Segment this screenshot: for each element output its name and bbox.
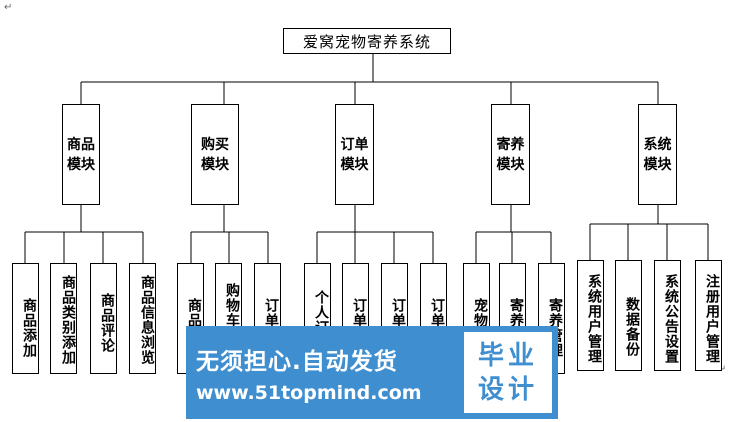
leaf-goods-review: 商品评论 (90, 263, 117, 374)
leaf-label: 系统用户管理 (586, 273, 602, 364)
leaf-data-backup: 数据备份 (615, 260, 642, 371)
leaf-goods-category-add: 商品类别添加 (50, 263, 77, 374)
leaf-label: 商品类别添加 (60, 275, 76, 365)
watermark-url: www.51topmind.com (196, 381, 422, 404)
leaf-label: 商品信息浏览 (139, 275, 155, 365)
paragraph-mark-right: ↵ (718, 364, 727, 375)
watermark-tag-line2: 设计 (477, 374, 538, 405)
leaf-registered-user-manage: 注册用户管理 (695, 260, 722, 371)
leaf-label: 数据备份 (624, 296, 640, 357)
leaf-goods-add: 商品添加 (12, 263, 39, 374)
root-node: 爱窝宠物寄养系统 (283, 28, 451, 54)
module-label: 商品模块 (67, 136, 95, 173)
module-label: 购买模块 (201, 136, 229, 173)
module-node-system: 系统模块 (638, 104, 677, 205)
paragraph-mark-top: ↵ (4, 2, 13, 13)
leaf-label: 商品添加 (21, 297, 37, 358)
module-node-boarding: 寄养模块 (491, 104, 530, 205)
leaf-label: 商品评论 (99, 292, 115, 353)
watermark-text-block: 无须担心.自动发货 www.51topmind.com (186, 326, 464, 419)
module-label: 寄养模块 (496, 136, 525, 173)
leaf-label: 系统公告设置 (663, 273, 679, 364)
module-node-purchase: 购买模块 (191, 104, 239, 205)
leaf-announcement-settings: 系统公告设置 (654, 260, 681, 371)
module-node-goods: 商品模块 (62, 104, 100, 205)
watermark-slogan: 无须担心.自动发货 (196, 348, 398, 375)
root-label: 爱窝宠物寄养系统 (302, 32, 431, 51)
leaf-goods-browse: 商品信息浏览 (129, 263, 156, 374)
leaf-label: 注册用户管理 (704, 273, 720, 364)
module-label: 订单模块 (340, 136, 369, 173)
module-label: 系统模块 (643, 136, 672, 173)
leaf-system-user-manage: 系统用户管理 (577, 260, 604, 371)
watermark-banner: 无须担心.自动发货 www.51topmind.com 毕业 设计 (186, 326, 558, 419)
module-node-order: 订单模块 (335, 104, 374, 205)
watermark-tag: 毕业 设计 (464, 332, 552, 413)
watermark-tag-line1: 毕业 (477, 340, 538, 371)
